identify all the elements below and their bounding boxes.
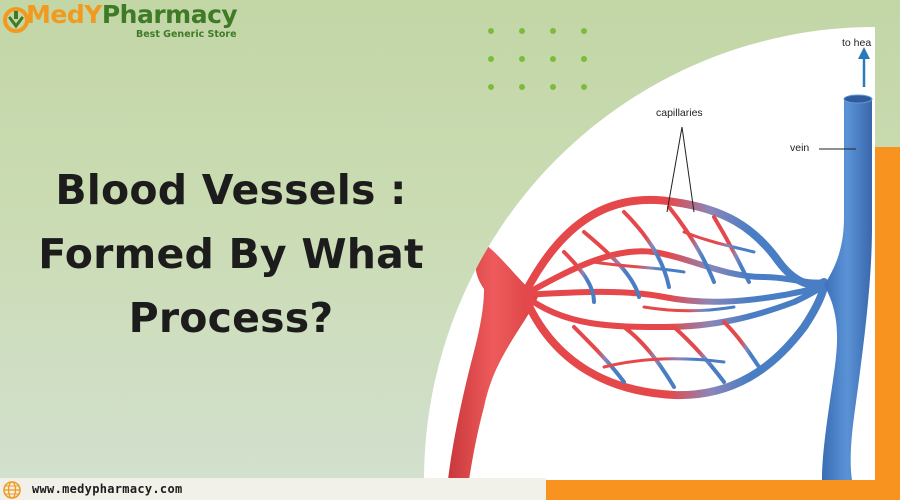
vein-opening [843,94,873,104]
dot [488,28,494,34]
orange-accent-bottom [546,480,900,500]
diagram-panel: capillaries vein to hea [424,27,875,480]
dot [519,84,525,90]
brand-logo[interactable]: MedYPharmacy Best Generic Store [2,0,272,42]
brand-tagline: Best Generic Store [136,29,237,40]
pharmacy-pin-icon [3,7,29,33]
globe-icon [3,481,21,499]
dot [550,84,556,90]
dot [550,56,556,62]
brand-name: MedYPharmacy [26,0,238,29]
decorative-dot-grid [488,28,598,94]
capillary-network [520,195,828,400]
capillary-bed-diagram [448,47,873,480]
dot [581,56,587,62]
website-link[interactable]: www.medypharmacy.com [32,482,183,496]
orange-accent-bar [875,147,900,500]
vein-label: vein [790,142,810,154]
capillaries-pointer [681,126,695,213]
dot [519,28,525,34]
brand-name-part2: Pharmacy [101,0,238,29]
dot [488,84,494,90]
dot [519,56,525,62]
title-line-3: Process? [128,294,334,342]
capillaries-label: capillaries [656,107,703,119]
dot [550,28,556,34]
page-title: Blood Vessels : Formed By What Process? [0,158,462,350]
capillaries-pointer [666,126,683,213]
artery [448,242,539,480]
vein [822,99,872,480]
to-heart-label: to hea [842,37,872,49]
footer: www.medypharmacy.com [0,478,546,500]
dot [488,56,494,62]
to-heart-arrow-icon [858,47,870,59]
title-line-2: Formed By What [38,230,424,278]
title-line-1: Blood Vessels : [55,166,407,214]
brand-name-part1: MedY [26,0,102,29]
dot [581,84,587,90]
dot [581,28,587,34]
